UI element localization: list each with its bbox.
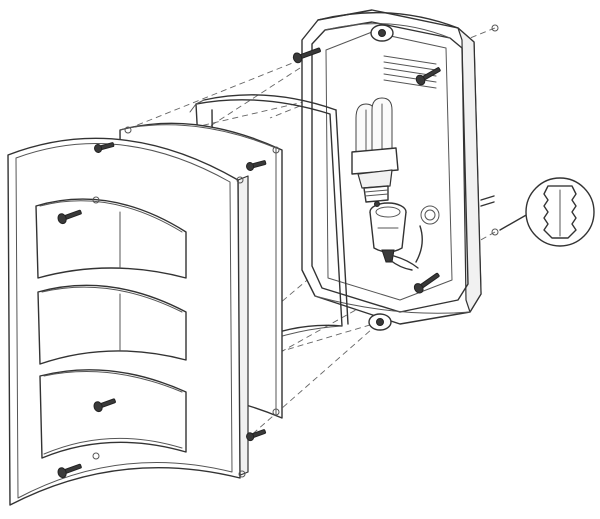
screw-bottom-housing bbox=[413, 272, 440, 294]
front-cover-frame bbox=[7, 137, 249, 506]
wall-plug-detail bbox=[499, 177, 595, 247]
screw-top-housing-left bbox=[292, 47, 321, 64]
cfl-bulb bbox=[351, 97, 399, 207]
screw-top-housing-right bbox=[415, 67, 441, 86]
lamp-socket bbox=[369, 202, 423, 271]
screw-glass-top bbox=[94, 142, 115, 153]
screw-glass-right bbox=[246, 160, 267, 171]
screw-frame-middle bbox=[93, 398, 116, 413]
screw-frame-top bbox=[57, 209, 82, 225]
screw-frame-bottom bbox=[57, 463, 82, 479]
vent-slots bbox=[383, 55, 437, 89]
screws bbox=[57, 24, 499, 479]
screw-glass-bottom bbox=[246, 429, 267, 442]
